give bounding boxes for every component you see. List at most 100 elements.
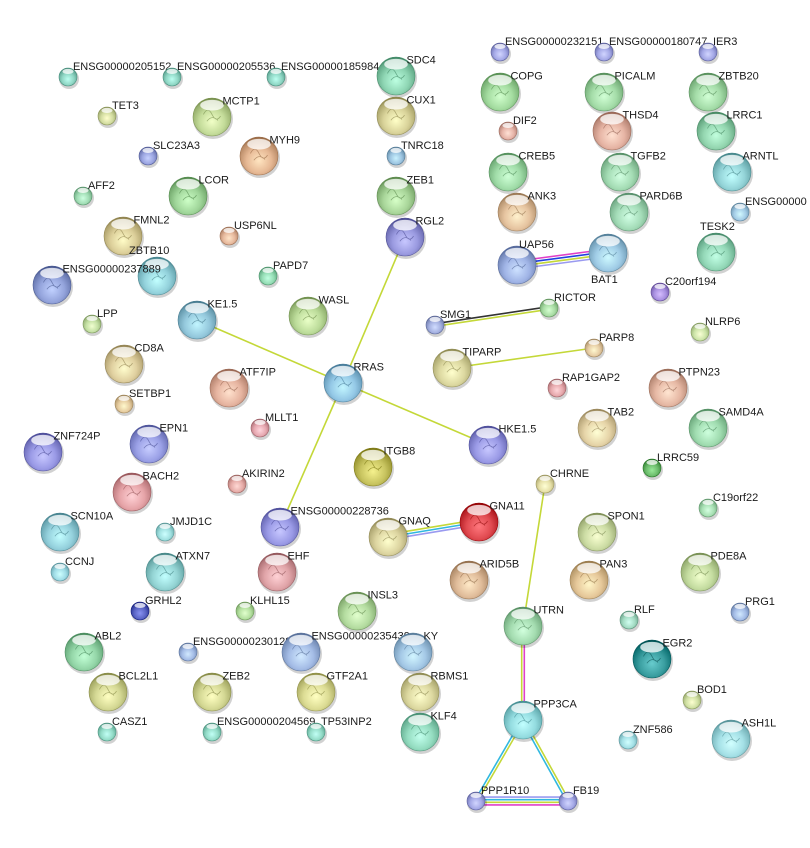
node-pan3[interactable]: PAN3 — [569, 559, 627, 602]
edge-rras-hke1-5[interactable] — [342, 382, 489, 446]
node-c19orf22[interactable]: C19orf22 — [698, 492, 758, 520]
node-samd4a[interactable]: SAMD4A — [688, 407, 764, 450]
node-ky[interactable]: KY — [393, 631, 439, 674]
node-hke1-5[interactable]: HKE1.5 — [468, 424, 536, 467]
node-papd7[interactable]: PAPD7 — [258, 260, 308, 288]
node-ensg00000205536[interactable]: ENSG00000205536 — [162, 61, 275, 89]
node-grhl2[interactable]: GRHL2 — [130, 595, 182, 623]
node-rictor[interactable]: RICTOR — [539, 292, 596, 320]
node-mctp1[interactable]: MCTP1 — [192, 96, 260, 139]
node-mllt1[interactable]: MLLT1 — [250, 412, 298, 440]
node-lrrc1[interactable]: LRRC1 — [696, 110, 763, 153]
node-rgl2[interactable]: RGL2 — [385, 216, 444, 259]
node-utrn[interactable]: UTRN — [503, 605, 564, 648]
node-egr2[interactable]: EGR2 — [632, 638, 692, 681]
node-ensg00000228736[interactable]: ENSG00000228736 — [260, 506, 389, 549]
node-rras[interactable]: RRAS — [323, 362, 384, 405]
node-ensg00000180747[interactable]: ENSG00000180747 — [594, 36, 707, 64]
node-tgfb2[interactable]: TGFB2 — [600, 151, 666, 194]
node-zeb1[interactable]: ZEB1 — [376, 175, 434, 218]
node-dif2[interactable]: DIF2 — [498, 115, 537, 143]
node-tiparp[interactable]: TIPARP — [432, 347, 501, 390]
node-ash1l[interactable]: ASH1L — [711, 718, 776, 761]
node-bcl2l1[interactable]: BCL2L1 — [88, 671, 158, 714]
node-bat1[interactable]: BAT1 — [588, 233, 629, 286]
node-tesk2[interactable]: TESK2 — [696, 221, 737, 274]
node-aff2[interactable]: AFF2 — [73, 180, 115, 208]
node-ank3[interactable]: ANK3 — [497, 191, 556, 234]
node-abl2[interactable]: ABL2 — [64, 631, 121, 674]
node-zeb2[interactable]: ZEB2 — [192, 671, 250, 714]
node-ppp1r10[interactable]: PPP1R10 — [466, 785, 529, 813]
node-tab2[interactable]: TAB2 — [577, 407, 634, 450]
node-prg1[interactable]: PRG1 — [730, 596, 775, 624]
node-bod1[interactable]: BOD1 — [682, 684, 727, 712]
node-c20orf194[interactable]: C20orf194 — [650, 276, 716, 304]
node-ensg00000[interactable]: ENSG00000 — [730, 196, 807, 224]
node-scn10a[interactable]: SCN10A — [40, 511, 114, 554]
node-picalm[interactable]: PICALM — [584, 71, 655, 114]
node-klf4[interactable]: KLF4 — [400, 711, 457, 754]
node-bach2[interactable]: BACH2 — [112, 471, 179, 514]
node-ke1-5[interactable]: KE1.5 — [177, 299, 237, 342]
node-ptpn23[interactable]: PTPN23 — [648, 367, 720, 410]
node-arid5b[interactable]: ARID5B — [449, 559, 519, 602]
node-ccnj[interactable]: CCNJ — [50, 556, 94, 584]
node-atf7ip[interactable]: ATF7IP — [209, 367, 276, 410]
node-lcor[interactable]: LCOR — [168, 175, 229, 218]
node-zbtb10[interactable]: ZBTB10 — [129, 245, 178, 298]
node-ensg00000205152[interactable]: ENSG00000205152 — [58, 61, 171, 89]
node-klhl15[interactable]: KLHL15 — [235, 595, 290, 623]
node-pard6b[interactable]: PARD6B — [609, 191, 683, 234]
edge-rras-ke1-5[interactable] — [196, 319, 344, 384]
node-tp53inp2[interactable]: TP53INP2 — [306, 716, 372, 744]
node-gtf2a1[interactable]: GTF2A1 — [296, 671, 368, 714]
node-insl3[interactable]: INSL3 — [337, 590, 398, 633]
node-tnrc18[interactable]: TNRC18 — [386, 140, 444, 168]
node-myh9[interactable]: MYH9 — [239, 135, 300, 178]
node-zbtb20[interactable]: ZBTB20 — [688, 71, 759, 114]
node-lrrc59[interactable]: LRRC59 — [642, 452, 699, 480]
node-itgb8[interactable]: ITGB8 — [353, 446, 415, 489]
node-tet3[interactable]: TET3 — [97, 100, 139, 128]
node-ensg00000232151[interactable]: ENSG00000232151 — [490, 36, 603, 64]
node-thsd4[interactable]: THSD4 — [592, 110, 659, 153]
node-atxn7[interactable]: ATXN7 — [145, 551, 210, 594]
node-usp6nl[interactable]: USP6NL — [219, 220, 277, 248]
node-akirin2[interactable]: AKIRIN2 — [227, 468, 285, 496]
node-copg[interactable]: COPG — [480, 71, 543, 114]
node-casz1[interactable]: CASZ1 — [97, 716, 147, 744]
edge-chrne-utrn[interactable] — [522, 483, 546, 627]
edge-tiparp-parp8[interactable] — [451, 347, 595, 369]
node-chrne[interactable]: CHRNE — [535, 468, 589, 496]
node-pde8a[interactable]: PDE8A — [680, 551, 747, 594]
node-rbms1[interactable]: RBMS1 — [400, 671, 468, 714]
node-ier3[interactable]: IER3 — [698, 36, 737, 64]
node-fb19[interactable]: FB19 — [558, 785, 599, 813]
node-slc23a3[interactable]: SLC23A3 — [138, 140, 200, 168]
node-gna11[interactable]: GNA11 — [459, 501, 525, 544]
node-nlrp6[interactable]: NLRP6 — [690, 316, 740, 344]
node-wasl[interactable]: WASL — [288, 295, 349, 338]
node-fmnl2[interactable]: FMNL2 — [103, 215, 170, 258]
node-cd8a[interactable]: CD8A — [104, 343, 164, 386]
node-cux1[interactable]: CUX1 — [376, 95, 436, 138]
edge-rras-rgl2[interactable] — [342, 236, 406, 384]
node-ppp3ca[interactable]: PPP3CA — [503, 699, 578, 742]
node-znf724p[interactable]: ZNF724P — [23, 431, 101, 474]
node-jmjd1c[interactable]: JMJD1C — [155, 516, 212, 544]
edge-rras-ensg00000228736[interactable] — [279, 382, 344, 528]
node-znf586[interactable]: ZNF586 — [618, 724, 673, 752]
node-epn1[interactable]: EPN1 — [129, 423, 188, 466]
node-ensg00000185984[interactable]: ENSG00000185984 — [266, 61, 379, 89]
node-ensg00000237889[interactable]: ENSG00000237889 — [32, 264, 161, 307]
node-rlf[interactable]: RLF — [619, 604, 655, 632]
node-ensg00000230128[interactable]: ENSG00000230128 — [178, 636, 291, 664]
node-lpp[interactable]: LPP — [82, 308, 118, 336]
node-spon1[interactable]: SPON1 — [577, 511, 645, 554]
node-arntl[interactable]: ARNTL — [712, 151, 779, 194]
node-uap56[interactable]: UAP56 — [497, 239, 554, 287]
node-creb5[interactable]: CREB5 — [488, 151, 555, 194]
node-parp8[interactable]: PARP8 — [584, 332, 634, 360]
node-ensg00000204569[interactable]: ENSG00000204569 — [202, 716, 315, 744]
